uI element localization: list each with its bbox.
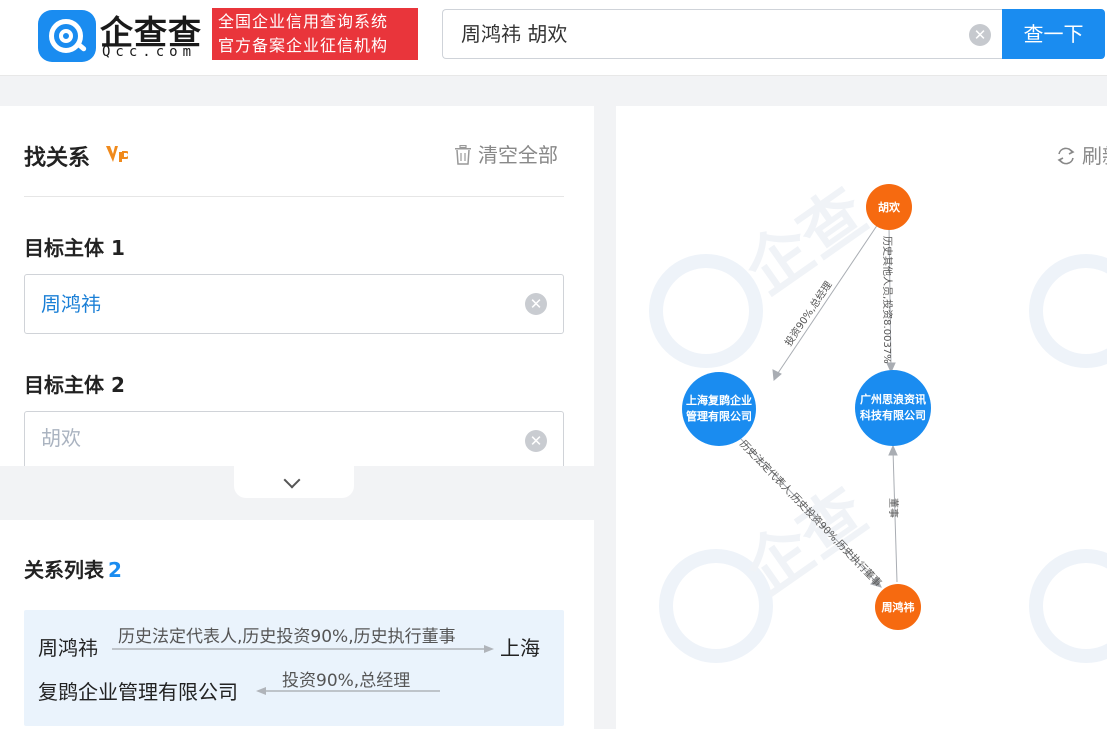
search-button[interactable]: 查一下 [1002,9,1105,59]
target1-clear-icon[interactable]: ✕ [525,293,547,315]
refresh-label: 刷新 [1082,144,1107,168]
node-huhuan[interactable]: 胡欢 [866,184,912,230]
node-shanghai-company[interactable]: 上海复鹍企业管理有限公司 [682,372,756,446]
relation-finder-panel: 找关系 清空全部 目标主体 1 周鸿祎 ✕ 目标主体 2 胡欢 ✕ [0,106,594,466]
refresh-button[interactable]: 刷新 [1056,140,1107,169]
edge-label-zhou-guangzhou: 董事 [887,498,898,518]
divider [24,196,564,197]
slogan-badge: 全国企业信用查询系统 官方备案企业征信机构 [212,8,418,60]
relation-forward-label: 历史法定代表人,历史投资90%,历史执行董事 [118,627,456,647]
relation-card[interactable]: 周鸿祎 历史法定代表人,历史投资90%,历史执行董事 上海 复鹍企业管理有限公司… [24,610,564,726]
clear-all-button[interactable]: 清空全部 [454,139,558,168]
target1-label: 目标主体 1 [24,236,125,260]
relation-graph[interactable]: 刷新 企查 企查 投资90%,总经理 历史其他人员,投资8.0037% 历史法定… [616,106,1107,729]
arrow-right-icon [112,645,494,653]
relation-to-start[interactable]: 上海 [500,636,540,660]
edge-zhou-guangzhou-arrowhead [888,444,898,456]
target1-field[interactable]: 周鸿祎 ✕ [24,274,564,334]
refresh-icon [1057,147,1075,165]
node-zhou[interactable]: 周鸿祎 [875,584,921,630]
edge-zhou-guangzhou [892,449,898,583]
search-box: ✕ [442,9,1004,59]
relation-back-label: 投资90%,总经理 [282,671,411,691]
expand-toggle[interactable] [234,466,354,498]
chevron-down-icon [283,471,301,489]
qcc-logo-icon[interactable] [38,10,96,62]
target2-field[interactable]: 胡欢 ✕ [24,411,564,466]
edge-label-hu-guangzhou: 历史其他人员,投资8.0037% [881,236,892,364]
target2-value: 胡欢 [41,426,81,450]
relation-from[interactable]: 周鸿祎 [38,636,98,660]
target1-value: 周鸿祎 [41,292,101,316]
target2-label: 目标主体 2 [24,373,125,397]
edge-hu-shanghai-arrowhead [772,369,782,382]
arrow-left-icon [256,687,440,695]
edge-hu-guangzhou-arrowhead [886,362,896,374]
clear-all-label: 清空全部 [478,143,558,167]
trash-icon [455,145,471,165]
top-header: 企查查 Qcc.com 全国企业信用查询系统 官方备案企业征信机构 ✕ 查一下 [0,0,1107,76]
edge-shanghai-zhou-arrowhead [870,577,882,588]
slogan-line-1: 全国企业信用查询系统 [218,12,389,31]
relation-list-label: 关系列表 [24,558,104,582]
watermark: 企查 企查 [649,175,1107,663]
search-clear-icon[interactable]: ✕ [969,24,991,46]
slogan-line-2: 官方备案企业征信机构 [218,36,389,55]
edge-hu-shanghai [775,223,879,377]
graph-edges [739,223,898,588]
edge-shanghai-zhou [739,437,879,585]
relation-to-end[interactable]: 复鹍企业管理有限公司 [38,680,238,704]
vip-icon [106,146,128,162]
node-guangzhou-company[interactable]: 广州思浪资讯科技有限公司 [855,370,931,446]
search-input[interactable] [461,10,941,58]
edge-hu-guangzhou [888,225,892,369]
finder-title: 找关系 [24,146,91,171]
brand-domain: Qcc.com [102,44,197,60]
relation-count: 2 [108,558,122,582]
brand-name[interactable]: 企查查 [100,13,202,52]
target2-clear-icon[interactable]: ✕ [525,430,547,452]
